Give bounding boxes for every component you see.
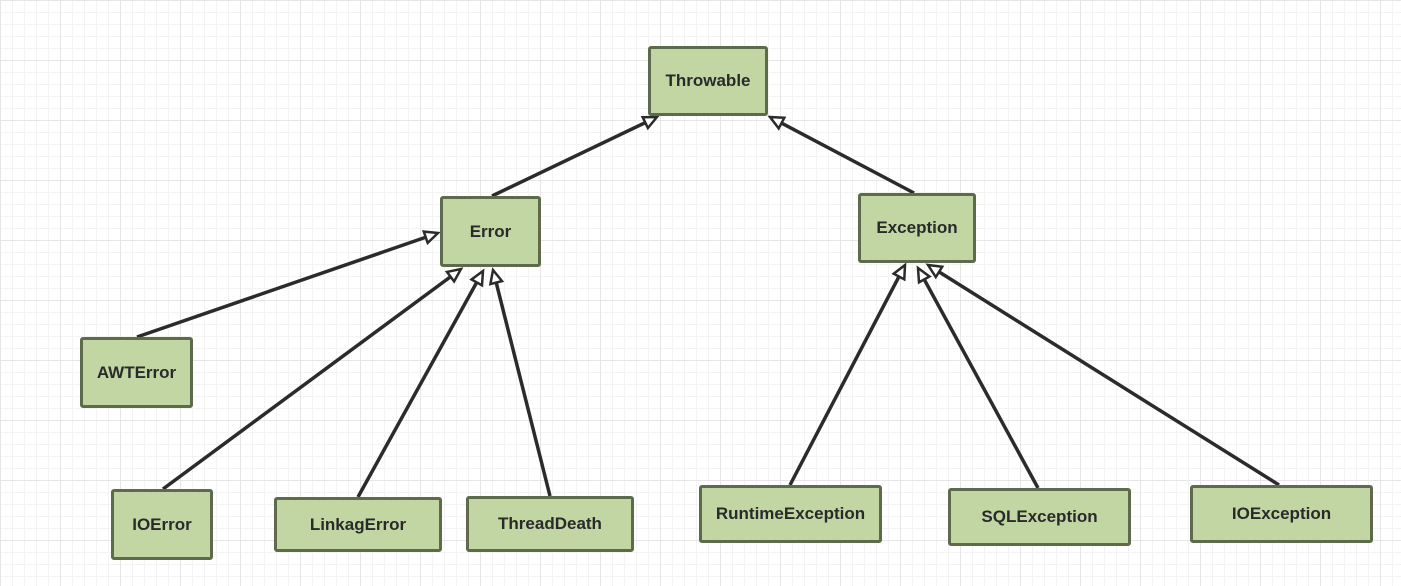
arrowhead-icon [891,262,907,282]
edge-error-to-throwable [491,115,660,198]
node-throwable[interactable]: Throwable [648,46,768,116]
edge-line [136,235,427,339]
arrowhead-icon [421,230,441,246]
arrowhead-icon [640,115,660,131]
arrowhead-icon [767,115,787,131]
arrowhead-icon [469,268,485,288]
edge-line [161,275,452,491]
arrowhead-icon [916,265,932,285]
arrowhead-icon [488,267,505,286]
edge-threaddeath-to-error [488,267,552,497]
node-ioerror[interactable]: IOError [111,489,213,560]
node-exception[interactable]: Exception [858,193,976,263]
arrowhead-icon [925,263,945,280]
edge-runtimeexception-to-exception [788,262,907,486]
arrowhead-icon [444,267,464,284]
edge-line [494,282,552,497]
edge-sqlexception-to-exception [916,265,1040,489]
edge-exception-to-throwable [767,115,915,195]
edge-line [938,270,1280,487]
node-error[interactable]: Error [440,196,541,267]
node-sqlexception[interactable]: SQLException [948,488,1131,546]
edge-ioerror-to-error [161,267,464,491]
edge-line [356,281,479,498]
node-threaddeath[interactable]: ThreadDeath [466,496,634,552]
node-runtimeexception[interactable]: RuntimeException [699,485,882,543]
edge-ioexception-to-exception [925,263,1280,487]
edge-line [780,121,915,195]
node-awterror[interactable]: AWTError [80,337,193,408]
node-linkagerror[interactable]: LinkagError [274,497,442,552]
edge-awterror-to-error [136,230,441,339]
edge-line [788,275,901,486]
node-ioexception[interactable]: IOException [1190,485,1373,543]
edge-line [922,278,1040,489]
edge-linkagerror-to-error [356,268,485,498]
edge-line [491,121,647,198]
